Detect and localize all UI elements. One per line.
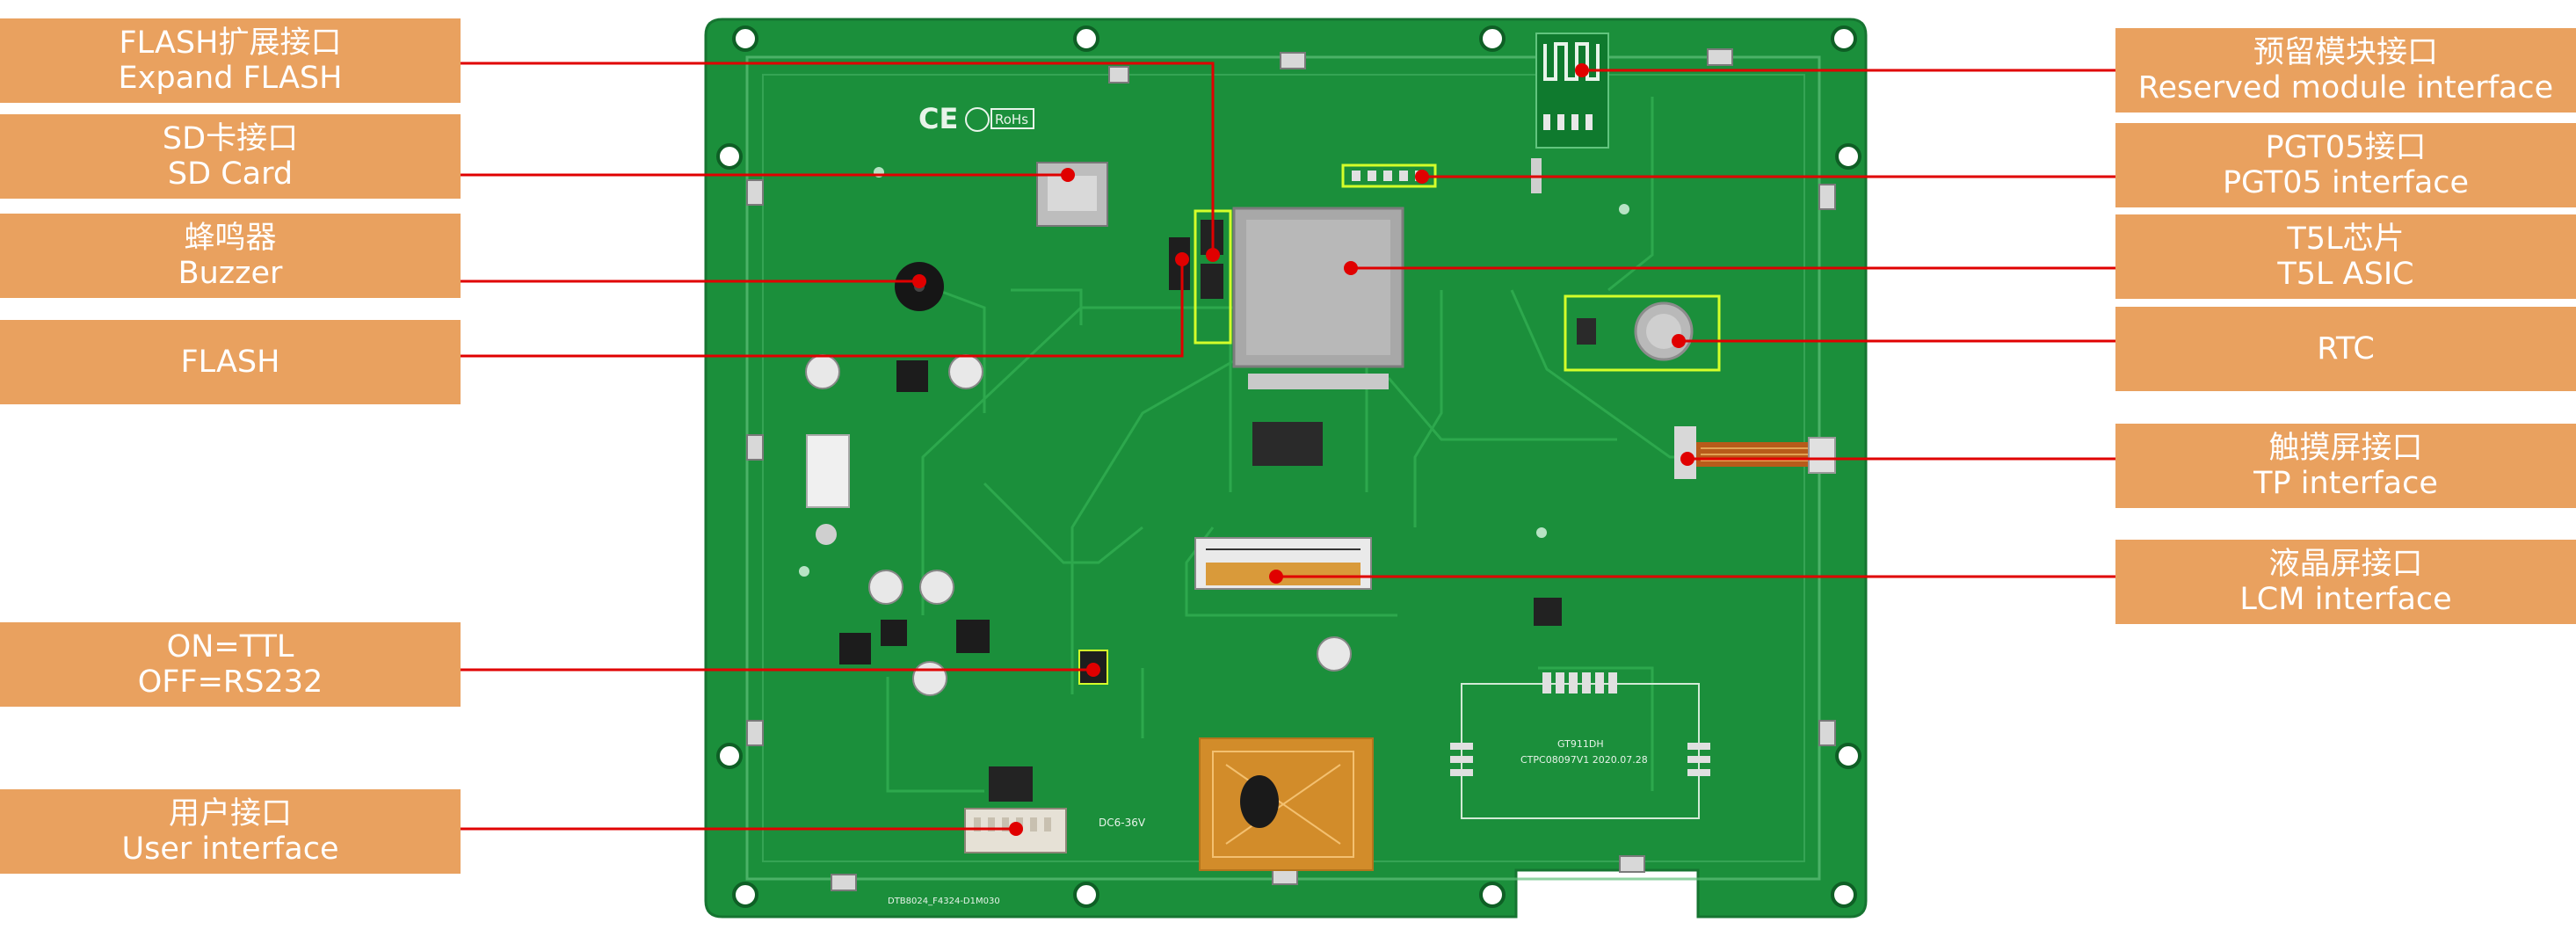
gt911-part: GT911DH bbox=[1557, 738, 1604, 750]
label-en: FLASH bbox=[180, 344, 280, 380]
antenna-trace bbox=[1543, 42, 1600, 81]
label-zh: PGT05接口 bbox=[2265, 129, 2427, 165]
label-reserved-module: 预留模块接口 Reserved module interface bbox=[2115, 28, 2576, 113]
callout-flash-expand bbox=[461, 62, 1215, 255]
ttl-switch bbox=[1078, 650, 1108, 685]
mount-hole bbox=[1835, 143, 1861, 170]
mount-hole bbox=[716, 743, 743, 769]
label-en: Expand FLASH bbox=[118, 61, 343, 96]
label-zh: FLASH扩展接口 bbox=[119, 25, 342, 61]
label-flash: FLASH bbox=[0, 320, 461, 404]
label-zh: 预留模块接口 bbox=[2253, 34, 2438, 70]
label-off: OFF=RS232 bbox=[137, 664, 323, 700]
label-zh: T5L芯片 bbox=[2287, 221, 2405, 257]
mount-hole bbox=[1479, 882, 1506, 908]
mount-hole bbox=[1831, 25, 1857, 52]
label-tp: 触摸屏接口 TP interface bbox=[2115, 424, 2576, 508]
rtc-highlight bbox=[1564, 294, 1721, 372]
mount-hole bbox=[716, 143, 743, 170]
label-en: Buzzer bbox=[178, 256, 283, 291]
label-en: TP interface bbox=[2253, 466, 2438, 501]
gt911-code: CTPC08097V1 2020.07.28 bbox=[1520, 754, 1648, 766]
label-en: PGT05 interface bbox=[2222, 165, 2470, 200]
mount-hole bbox=[732, 882, 758, 908]
label-zh: 蜂鸣器 bbox=[184, 220, 277, 256]
label-buzzer: 蜂鸣器 Buzzer bbox=[0, 214, 461, 298]
label-en: T5L ASIC bbox=[2277, 257, 2414, 292]
label-t5l: T5L芯片 T5L ASIC bbox=[2115, 214, 2576, 299]
label-rtc: RTC bbox=[2115, 307, 2576, 391]
mount-hole bbox=[732, 25, 758, 52]
label-ttl-rs232: ON=TTL OFF=RS232 bbox=[0, 622, 461, 707]
label-flash-expand: FLASH扩展接口 Expand FLASH bbox=[0, 18, 461, 103]
label-en: User interface bbox=[121, 831, 339, 867]
touch-ic-flex bbox=[1199, 737, 1374, 871]
callout-lines bbox=[461, 62, 2115, 831]
label-zh: 触摸屏接口 bbox=[2268, 430, 2423, 466]
label-zh: 用户接口 bbox=[168, 795, 292, 831]
serial-label: DTB8024_F4324-D1M030 bbox=[888, 897, 1000, 906]
power-connector bbox=[806, 434, 850, 508]
label-en: SD Card bbox=[167, 156, 294, 192]
ce-mark: CE bbox=[918, 102, 958, 135]
rohs-mark: RoHs bbox=[995, 112, 1028, 127]
mount-hole bbox=[1831, 882, 1857, 908]
label-user-interface: 用户接口 User interface bbox=[0, 789, 461, 874]
mount-hole bbox=[1073, 25, 1099, 52]
mount-hole bbox=[1479, 25, 1506, 52]
label-en: LCM interface bbox=[2239, 582, 2452, 617]
label-en: Reserved module interface bbox=[2137, 70, 2554, 105]
power-label: DC6-36V bbox=[1099, 817, 1146, 829]
callout-flash bbox=[461, 259, 1184, 358]
label-lcm: 液晶屏接口 LCM interface bbox=[2115, 540, 2576, 624]
label-pgt05: PGT05接口 PGT05 interface bbox=[2115, 123, 2576, 207]
mount-hole bbox=[1835, 743, 1861, 769]
label-sd-card: SD卡接口 SD Card bbox=[0, 114, 461, 199]
label-zh: 液晶屏接口 bbox=[2268, 546, 2423, 582]
label-zh: SD卡接口 bbox=[162, 120, 299, 156]
label-on: ON=TTL bbox=[166, 628, 294, 664]
mount-hole bbox=[1073, 882, 1099, 908]
gt911-area bbox=[1461, 683, 1700, 819]
label-en: RTC bbox=[2317, 330, 2375, 367]
